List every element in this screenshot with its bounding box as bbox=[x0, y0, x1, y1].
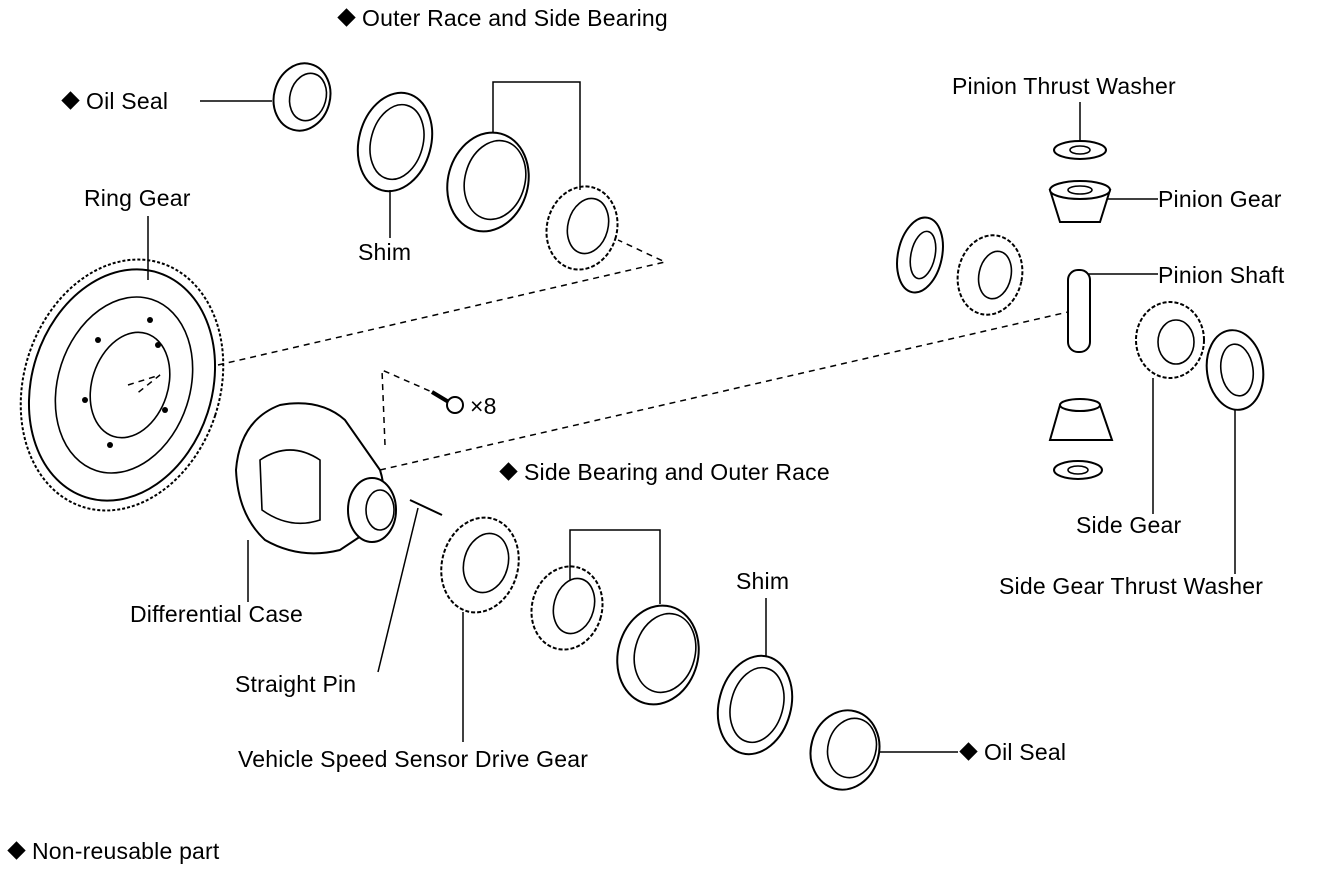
shim-bottom-part bbox=[716, 654, 794, 756]
side-gear-thrust-washer-part bbox=[1205, 329, 1265, 411]
black-diamond-icon bbox=[499, 462, 518, 481]
legend-non-reusable-part: Non-reusable part bbox=[7, 840, 220, 863]
pinion-gear-top-part bbox=[1048, 180, 1112, 223]
pinion-gear-bottom-part bbox=[1048, 398, 1114, 441]
label-differential-case: Differential Case bbox=[130, 601, 304, 627]
side-bearing-top-part bbox=[545, 185, 619, 271]
black-diamond-icon bbox=[337, 8, 356, 27]
label-pinion-gear: Pinion Gear bbox=[1158, 186, 1282, 212]
black-diamond-icon bbox=[959, 742, 978, 761]
label-side-gear-thrust-washer: Side Gear Thrust Washer bbox=[999, 573, 1264, 599]
outer-race-bottom-part bbox=[616, 604, 700, 706]
label-pinion-shaft: Pinion Shaft bbox=[1158, 262, 1285, 288]
label-oil-seal-bottom: Oil Seal bbox=[959, 741, 1066, 764]
oil-seal-top-part bbox=[272, 62, 332, 132]
label-pinion-thrust-washer: Pinion Thrust Washer bbox=[952, 73, 1176, 99]
pinion-thrust-washer-part bbox=[1053, 140, 1107, 160]
label-shim-bottom: Shim bbox=[736, 568, 790, 594]
left-side-gear-part bbox=[956, 234, 1024, 316]
label-bolt-qty: ×8 bbox=[470, 393, 497, 419]
shim-top-part bbox=[356, 91, 434, 193]
pinion-shaft-part bbox=[1067, 269, 1091, 353]
label-shim-top: Shim bbox=[358, 239, 412, 265]
black-diamond-icon bbox=[61, 91, 80, 110]
straight-pin-part bbox=[409, 499, 443, 516]
label-side-bearing-outer-race: Side Bearing and Outer Race bbox=[499, 461, 830, 484]
label-vss-drive-gear: Vehicle Speed Sensor Drive Gear bbox=[238, 746, 589, 772]
label-side-gear: Side Gear bbox=[1076, 512, 1182, 538]
oil-seal-bottom-part bbox=[809, 709, 881, 791]
black-diamond-icon bbox=[7, 841, 26, 860]
vss-drive-gear-part bbox=[440, 516, 520, 614]
left-thrust-washer-part bbox=[896, 216, 944, 294]
label-ring-gear: Ring Gear bbox=[84, 185, 191, 211]
outer-race-top-part bbox=[446, 131, 530, 233]
pinion-thrust-washer-bottom-part bbox=[1053, 460, 1103, 480]
differential-case-part bbox=[234, 402, 397, 555]
label-outer-race-side-bearing: Outer Race and Side Bearing bbox=[337, 7, 668, 30]
ring-gear-part bbox=[19, 258, 225, 512]
side-bearing-bottom-part bbox=[530, 565, 604, 651]
label-straight-pin: Straight Pin bbox=[235, 671, 357, 697]
right-side-gear-part bbox=[1135, 301, 1205, 379]
bolt-part bbox=[430, 390, 464, 414]
label-oil-seal-top: Oil Seal bbox=[61, 90, 168, 113]
